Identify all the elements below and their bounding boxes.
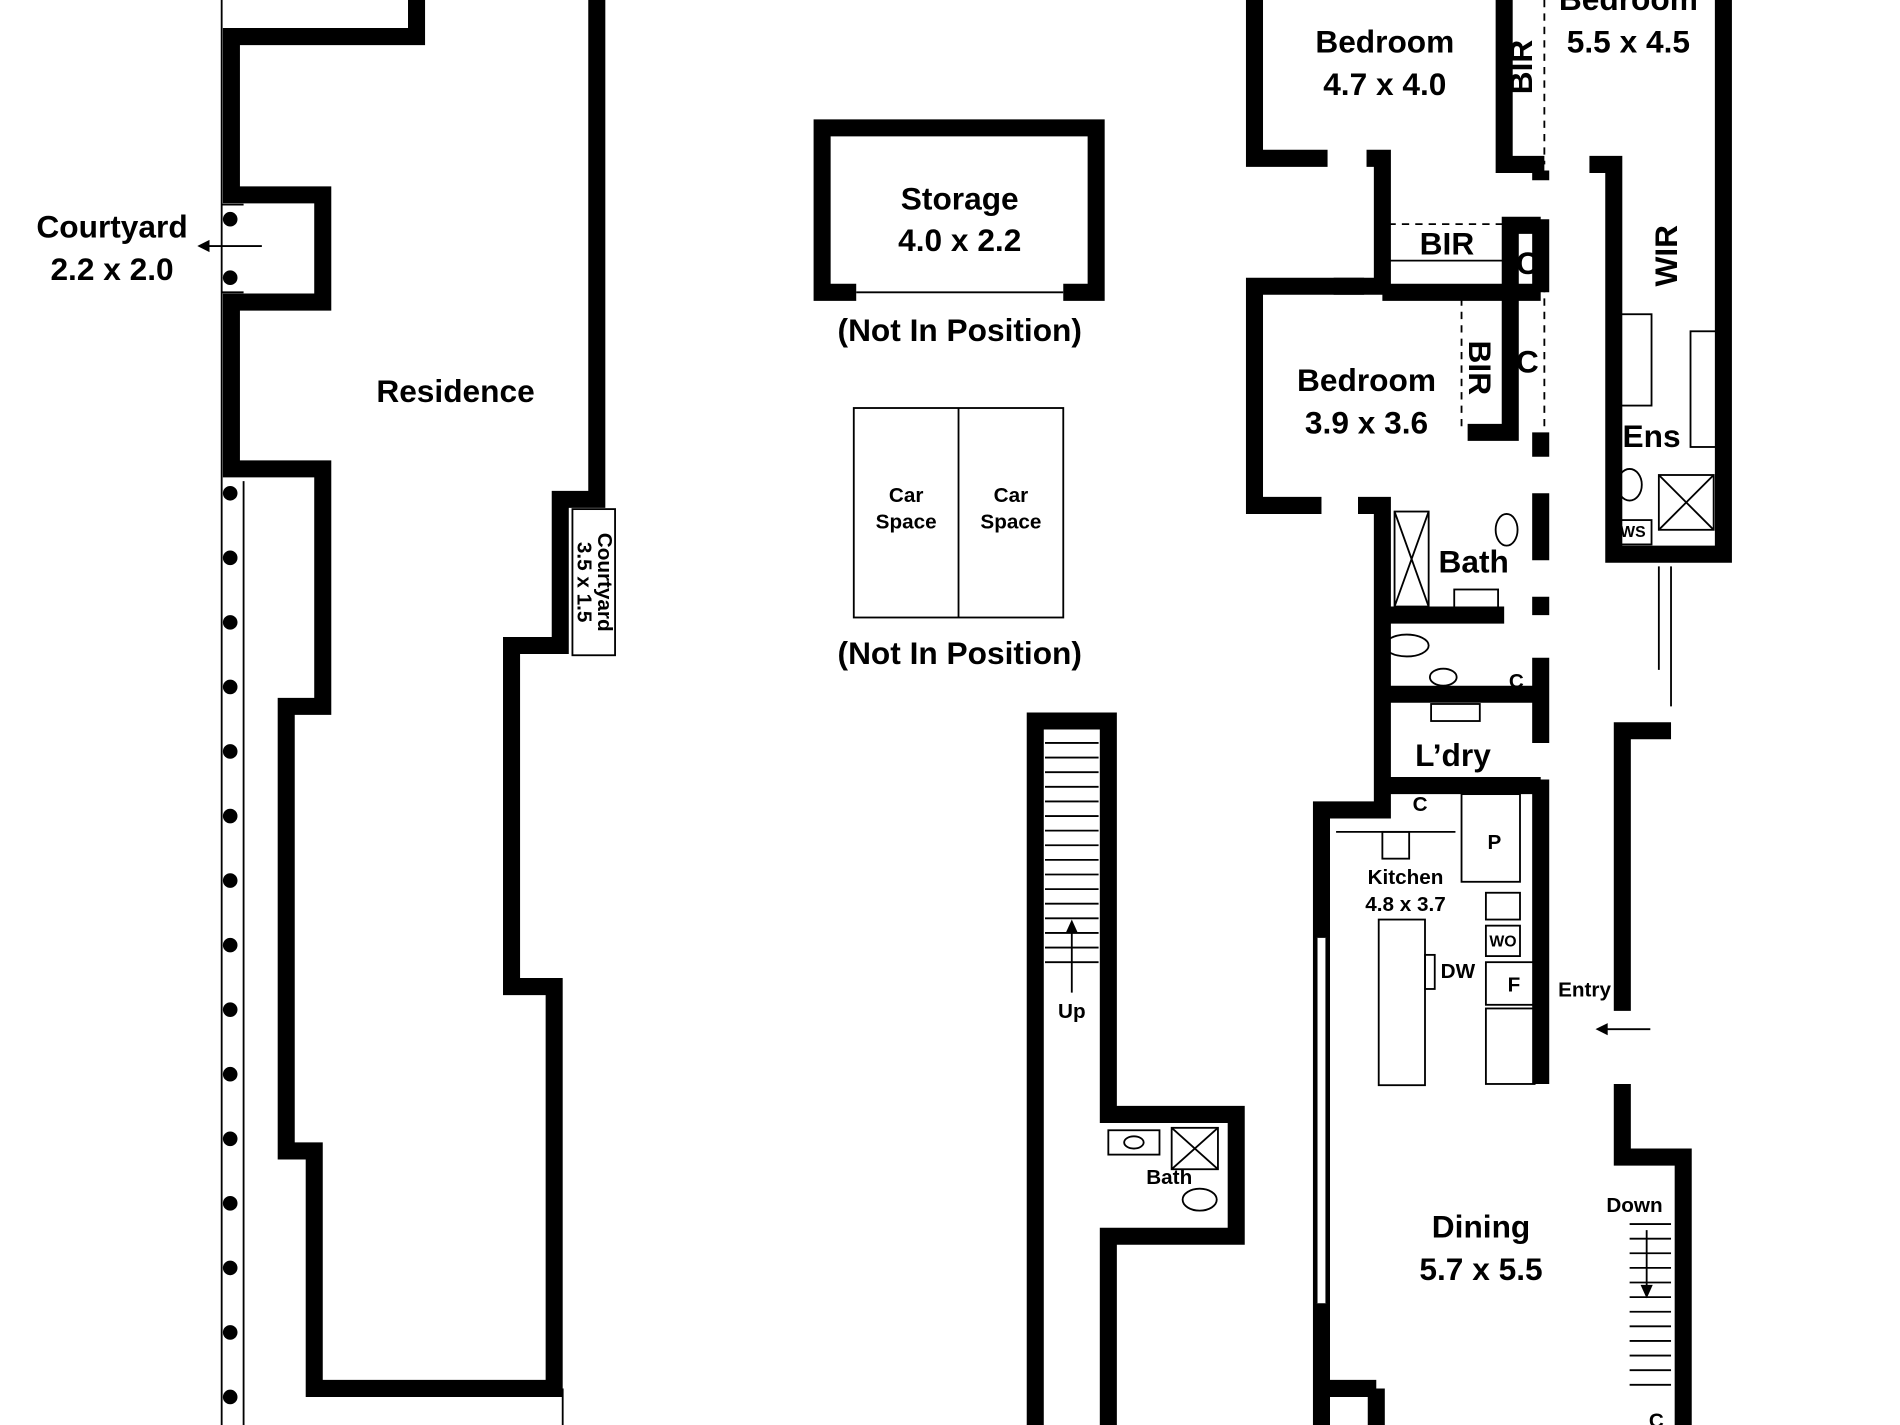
tree-icon — [222, 744, 238, 759]
tree-icon — [222, 937, 238, 953]
bir-label: BIR — [1503, 40, 1539, 95]
residence-label: Residence — [376, 373, 534, 409]
storage-walls — [813, 119, 1105, 301]
bedroom3-label: Bedroom — [1297, 362, 1436, 398]
stairs-up — [1045, 742, 1099, 964]
bedroom3-size: 3.9 x 3.6 — [1305, 405, 1428, 441]
down-label: Down — [1606, 1194, 1662, 1217]
tree-icon — [222, 1325, 238, 1340]
tree-icon — [222, 615, 238, 630]
trees — [222, 211, 238, 1405]
courtyard-size: 2.2 x 2.0 — [50, 251, 173, 287]
cupboard-label: C — [1649, 1409, 1664, 1425]
car1-label2: Space — [876, 511, 937, 534]
storage-note: (Not In Position) — [838, 312, 1082, 348]
tree-icon — [222, 485, 238, 501]
tree-icon — [222, 550, 238, 566]
tree-icon — [222, 1389, 238, 1405]
cupboard-label: C — [1413, 793, 1428, 816]
tree-icon — [222, 1131, 238, 1147]
unit-walls — [1245, 0, 1732, 1425]
bath-label: Bath — [1439, 543, 1509, 579]
tree-icon — [222, 270, 238, 285]
tree-icon — [222, 1002, 238, 1017]
tree-icon — [222, 1260, 238, 1276]
tree-icon — [222, 211, 238, 227]
stairs-down — [1629, 1223, 1672, 1386]
dining-size: 5.7 x 5.5 — [1419, 1251, 1542, 1287]
storage-label: Storage — [901, 180, 1019, 216]
wir-label: WIR — [1648, 225, 1684, 287]
pantry-label: P — [1488, 831, 1502, 854]
car2-label2: Space — [980, 511, 1041, 534]
storage-size: 4.0 x 2.2 — [898, 222, 1021, 258]
laundry-label: L’dry — [1415, 737, 1491, 773]
hws-label: HWS — [1609, 524, 1646, 541]
courtyard-label: Courtyard — [36, 209, 187, 245]
courtyard-arrow — [197, 239, 262, 253]
car-note: (Not In Position) — [838, 635, 1082, 671]
bir-label: BIR — [1420, 226, 1475, 262]
ensuite-label: Ens — [1623, 418, 1681, 454]
cupboard-label: C — [1516, 344, 1539, 380]
tree-icon — [222, 1196, 238, 1211]
courtyard2-label: Courtyard — [593, 533, 616, 632]
car2-label: Car — [994, 484, 1028, 507]
fixtures — [1336, 313, 1719, 1087]
bedroom1-label: Bedroom — [1315, 23, 1454, 59]
courtyard2-size: 3.5 x 1.5 — [572, 542, 595, 623]
bedroom1-size: 4.7 x 4.0 — [1323, 66, 1446, 102]
cupboard-label: C — [1516, 245, 1539, 281]
fridge-label: F — [1508, 973, 1521, 996]
residence-walls — [220, 0, 616, 1425]
dw-label: DW — [1441, 960, 1476, 983]
kitchen-size: 4.8 x 3.7 — [1365, 893, 1446, 916]
dining-label: Dining — [1432, 1208, 1530, 1244]
car1-label: Car — [889, 484, 923, 507]
bedroom2-size: 5.5 x 4.5 — [1567, 23, 1690, 59]
cupboard-label: C — [1509, 670, 1524, 693]
wo-label: WO — [1489, 933, 1516, 950]
tree-icon — [222, 1066, 238, 1082]
up-label: Up — [1058, 1000, 1086, 1023]
tree-icon — [222, 808, 238, 824]
stair-bath-label: Bath — [1146, 1166, 1192, 1189]
entry-label: Entry — [1558, 978, 1611, 1001]
bedroom2-label: Bedroom — [1559, 0, 1698, 17]
tree-icon — [222, 873, 238, 888]
bir-label: BIR — [1462, 341, 1498, 396]
stair-walls — [1026, 712, 1245, 1425]
kitchen-label: Kitchen — [1368, 866, 1444, 889]
tree-icon — [222, 679, 238, 695]
